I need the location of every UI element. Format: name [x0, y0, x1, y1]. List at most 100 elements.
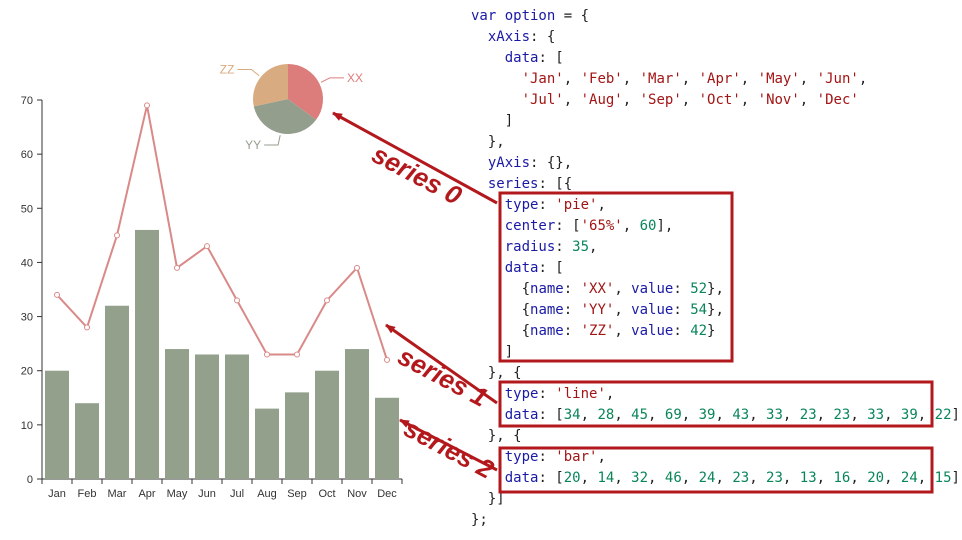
code-token: , — [884, 470, 901, 486]
code-line: data: [20, 14, 32, 46, 24, 23, 23, 13, 1… — [471, 470, 960, 486]
series0-highlight-box — [498, 191, 734, 363]
code-token: }; — [471, 512, 488, 528]
bar-nov — [345, 349, 369, 479]
code-token: '65%' — [581, 218, 623, 234]
code-token: : — [673, 302, 690, 318]
code-token: , — [581, 407, 598, 423]
code-token: , — [623, 92, 640, 108]
code-token: 54 — [690, 302, 707, 318]
code-token: , — [623, 218, 640, 234]
series2-arrow — [399, 418, 498, 472]
code-token: value — [631, 323, 673, 339]
bar-sep — [285, 392, 309, 479]
code-token: 23 — [800, 407, 817, 423]
bar-aug — [255, 408, 279, 479]
code-token: 'bar' — [555, 449, 597, 465]
code-token: ] — [952, 407, 960, 423]
code-token: 34 — [564, 407, 581, 423]
code-token: : — [538, 386, 555, 402]
code-line: {name: 'ZZ', value: 42} — [471, 323, 715, 339]
code-token: : — [564, 281, 581, 297]
code-token: 42 — [690, 323, 707, 339]
code-token: ], — [656, 218, 673, 234]
code-line: data: [ — [471, 50, 564, 66]
code-token: 'ZZ' — [581, 323, 615, 339]
code-token: , — [648, 407, 665, 423]
code-token: 39 — [901, 407, 918, 423]
code-token: 16 — [833, 470, 850, 486]
code-token: series — [471, 176, 538, 192]
code-token: , — [606, 386, 614, 402]
series0-arrow — [332, 111, 498, 205]
code-token: data — [471, 407, 538, 423]
code-token: , — [597, 197, 605, 213]
code-token: data — [471, 470, 538, 486]
code-token: , — [800, 92, 817, 108]
code-token: , — [783, 407, 800, 423]
code-token: , — [850, 407, 867, 423]
code-token: , — [682, 470, 699, 486]
code-token: }, — [707, 281, 724, 297]
code-token: type — [471, 449, 538, 465]
code-token: , — [918, 470, 935, 486]
code-token: 23 — [732, 470, 749, 486]
code-token: 23 — [833, 407, 850, 423]
code-token: 'May' — [758, 71, 800, 87]
series1-arrow — [385, 323, 498, 405]
y-tick-label: 20 — [21, 366, 33, 378]
pie-slice-yy — [253, 99, 317, 134]
x-tick-label: Feb — [78, 488, 97, 500]
code-line: xAxis: { — [471, 29, 555, 45]
code-line: series: [{ — [471, 176, 572, 192]
code-token: : [ — [538, 260, 563, 276]
code-token: , — [850, 470, 867, 486]
bar-series — [45, 229, 399, 479]
code-line: center: ['65%', 60], — [471, 218, 673, 234]
bar-jul — [225, 354, 249, 479]
code-line: 'Jan', 'Feb', 'Mar', 'Apr', 'May', 'Jun'… — [471, 71, 867, 87]
code-token: 52 — [690, 281, 707, 297]
code-token: value — [631, 302, 673, 318]
code-token: 'Oct' — [699, 92, 741, 108]
x-tick-label: May — [167, 488, 188, 500]
code-token: 46 — [665, 470, 682, 486]
code-line: ] — [471, 113, 513, 129]
code-line: 'Jul', 'Aug', 'Sep', 'Oct', 'Nov', 'Dec' — [471, 92, 859, 108]
bar-oct — [315, 370, 339, 479]
code-token — [471, 92, 522, 108]
code-token: , — [614, 470, 631, 486]
code-token: , — [581, 470, 598, 486]
bar-jan — [45, 370, 69, 479]
code-token: , — [918, 407, 935, 423]
code-token: , — [715, 470, 732, 486]
code-line: }; — [471, 512, 488, 528]
code-token: ] — [471, 113, 513, 129]
line-point-feb — [84, 324, 90, 331]
pie-label-line — [320, 77, 344, 83]
code-token: 20 — [564, 470, 581, 486]
y-tick-label: 40 — [21, 257, 33, 269]
code-token: : [ — [538, 470, 563, 486]
code-token: , — [800, 71, 817, 87]
x-tick-label: Jun — [198, 488, 216, 500]
code-token: = { — [555, 8, 589, 24]
code-token: 22 — [935, 407, 952, 423]
y-tick-label: 10 — [21, 420, 33, 432]
series2-highlight-box — [498, 446, 934, 494]
code-token: , — [884, 407, 901, 423]
pie-slice-zz — [252, 64, 288, 107]
line-point-oct — [324, 297, 330, 304]
code-line: type: 'bar', — [471, 449, 606, 465]
code-token: : [ — [538, 407, 563, 423]
code-line: var option = { — [471, 8, 589, 24]
code-token: , — [817, 470, 834, 486]
code-line: }] — [471, 491, 505, 507]
code-token: 32 — [631, 470, 648, 486]
code-token — [471, 71, 522, 87]
code-token: var — [471, 8, 505, 24]
line-point-may — [174, 264, 180, 271]
code-token: , — [564, 71, 581, 87]
code-token: data — [471, 50, 538, 66]
code-token: , — [817, 407, 834, 423]
